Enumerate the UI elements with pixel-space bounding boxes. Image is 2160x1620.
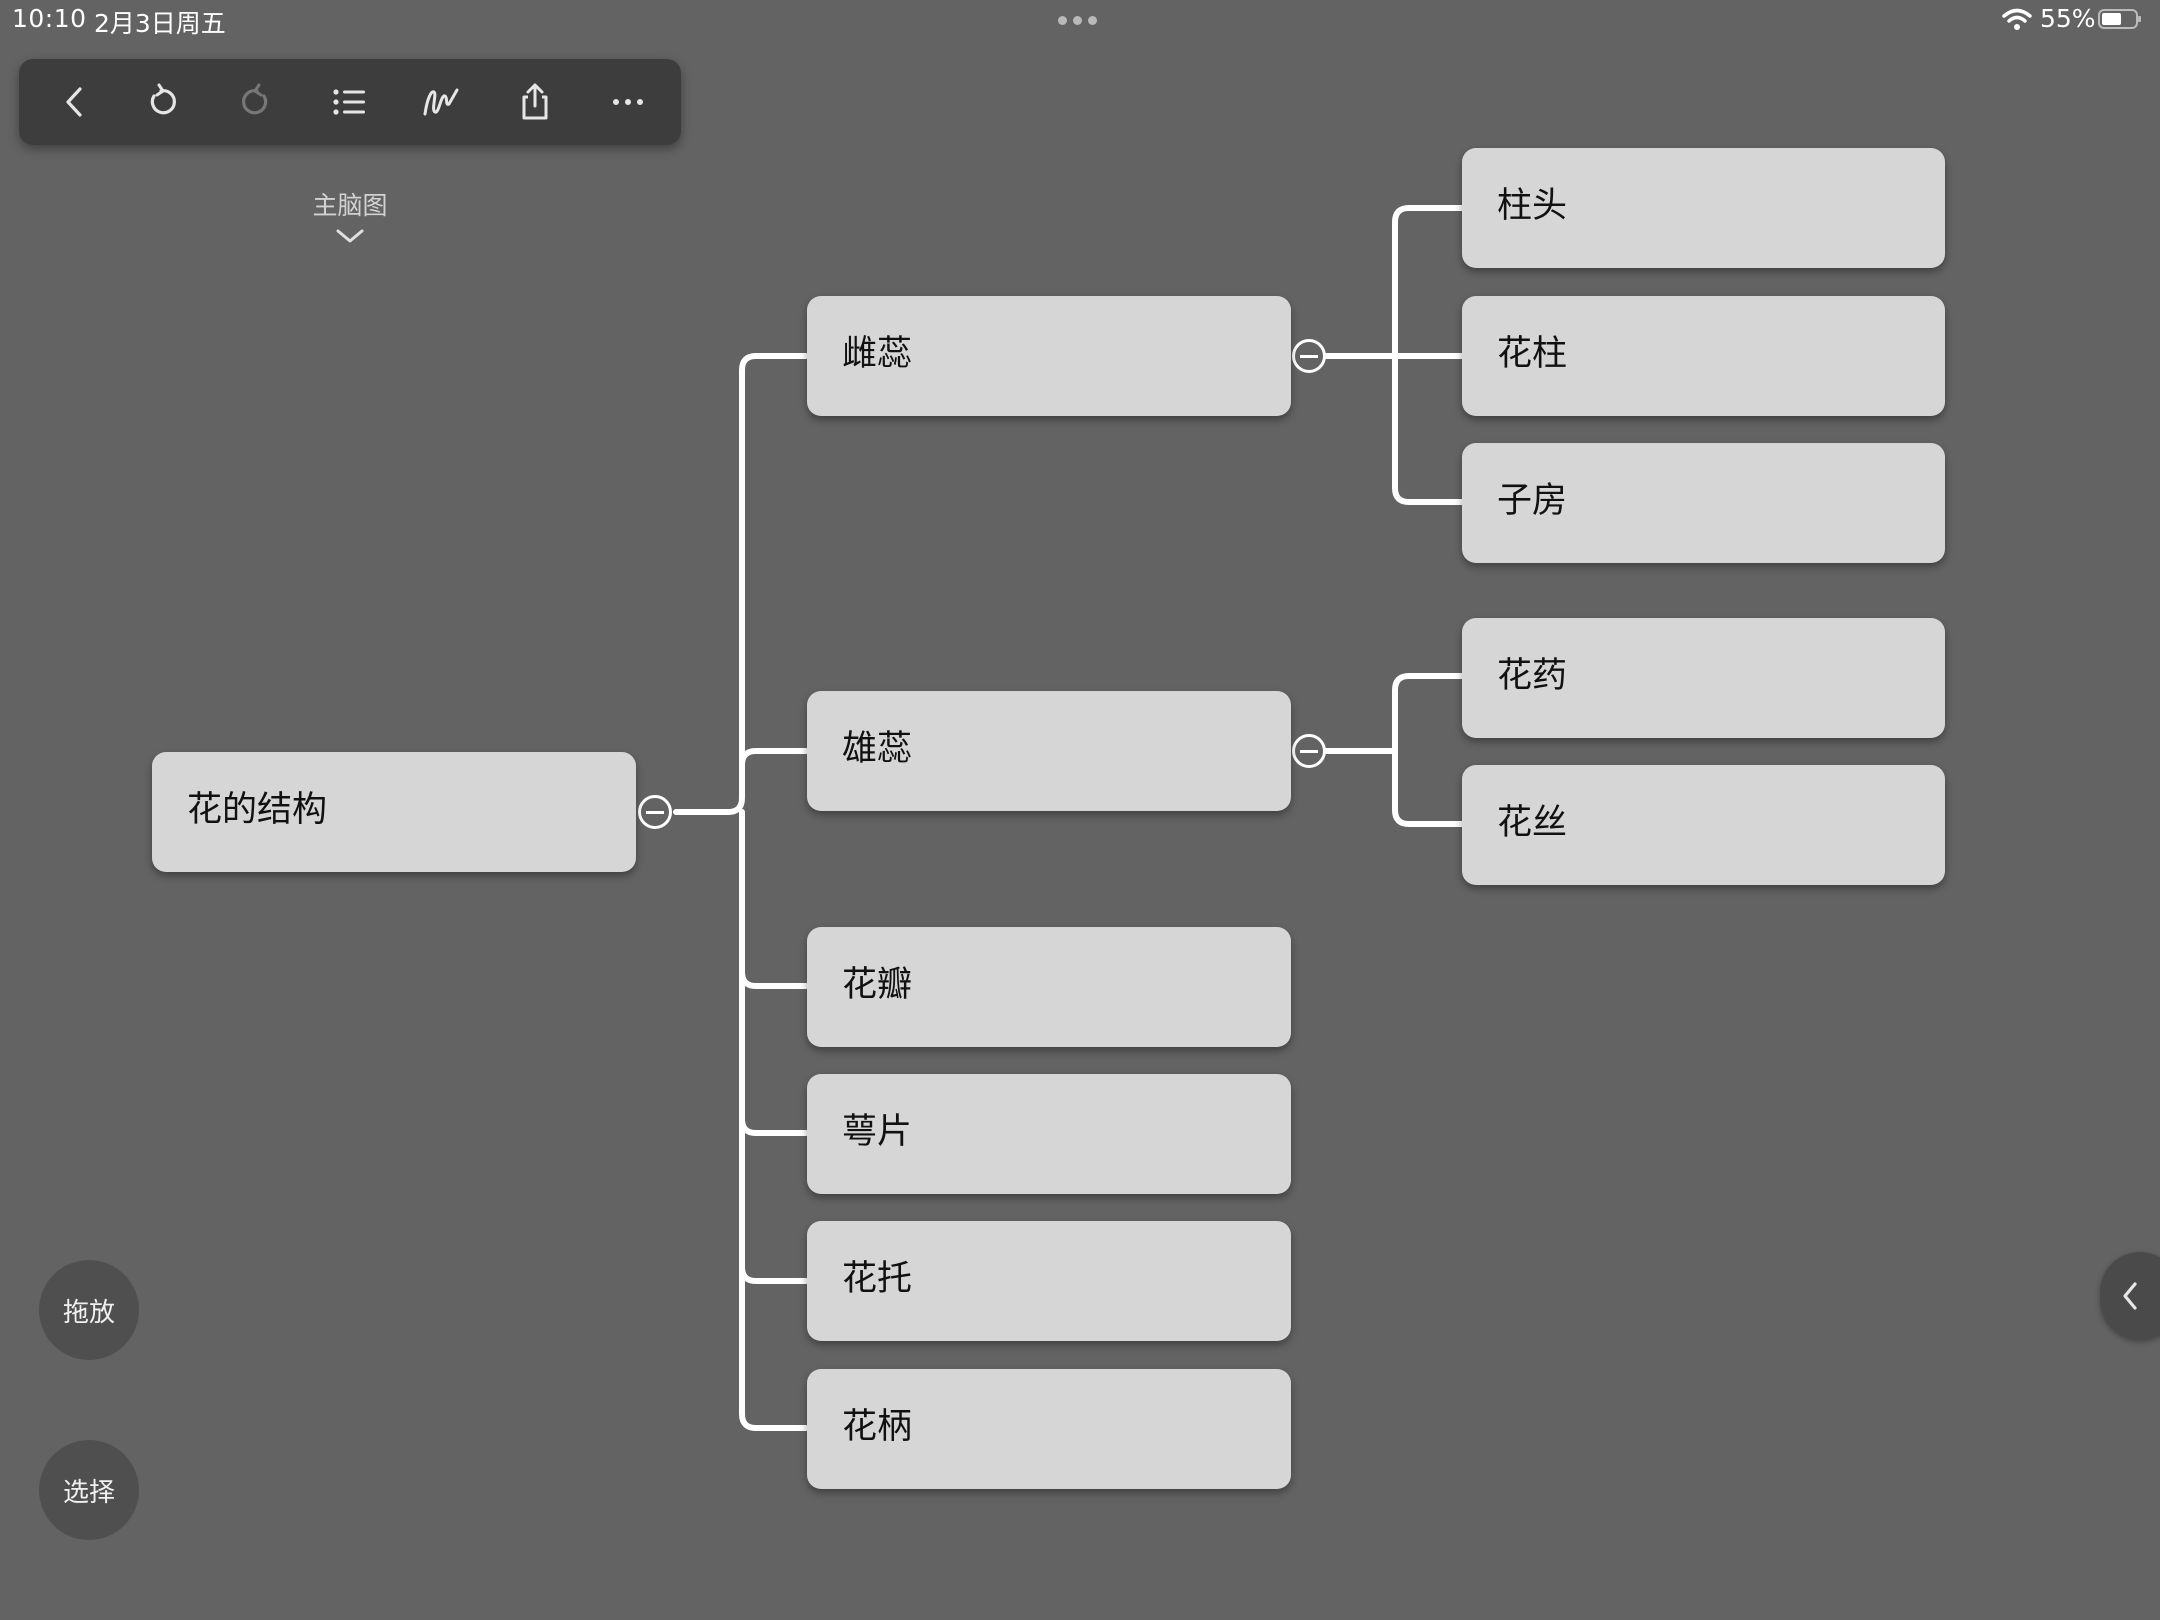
back-button[interactable] [53,80,97,124]
node-pedicel[interactable]: 花柄 [807,1369,1291,1489]
undo-icon [150,83,176,115]
select-mode-button[interactable]: 选择 [39,1440,139,1540]
map-selector-label[interactable]: 主脑图 [312,191,388,220]
node-ovary[interactable]: 子房 [1462,443,1945,563]
node-sepal[interactable]: 萼片 [807,1074,1291,1194]
node-pistil[interactable]: 雌蕊 [807,296,1291,416]
node-stamen[interactable]: 雄蕊 [807,691,1291,811]
status-date: 2月3日周五 [94,9,226,38]
share-icon [522,83,548,120]
collapse-root-button[interactable] [638,795,672,829]
undo-button[interactable] [140,80,184,124]
draw-icon [423,88,459,116]
redo-icon [242,83,268,115]
battery-icon [2098,9,2141,29]
node-filament[interactable]: 花丝 [1462,765,1945,885]
collapse-stamen-button[interactable] [1292,734,1326,768]
node-stigma[interactable]: 柱头 [1462,148,1945,268]
outline-button[interactable] [327,80,371,124]
node-petal[interactable]: 花瓣 [807,927,1291,1047]
more-icon [613,99,643,105]
node-receptacle[interactable]: 花托 [807,1221,1291,1341]
drag-mode-button[interactable]: 拖放 [39,1260,139,1360]
toolbar [19,59,681,145]
share-button[interactable] [513,80,557,124]
more-button[interactable] [606,80,650,124]
multitasking-dots[interactable] [1058,16,1097,25]
node-anther[interactable]: 花药 [1462,618,1945,738]
side-panel-toggle[interactable] [2100,1252,2160,1340]
battery-percentage: 55% [2040,4,2096,33]
wifi-icon [2002,8,2032,30]
node-style[interactable]: 花柱 [1462,296,1945,416]
collapse-pistil-button[interactable] [1292,339,1326,373]
status-time: 10:10 [12,4,87,33]
outline-list-icon [333,89,365,115]
chevron-left-icon [2123,1282,2137,1310]
root-node[interactable]: 花的结构 [152,752,636,872]
back-icon [66,87,82,117]
draw-button[interactable] [419,80,463,124]
chevron-down-icon[interactable] [334,226,366,246]
redo-button[interactable] [234,80,278,124]
